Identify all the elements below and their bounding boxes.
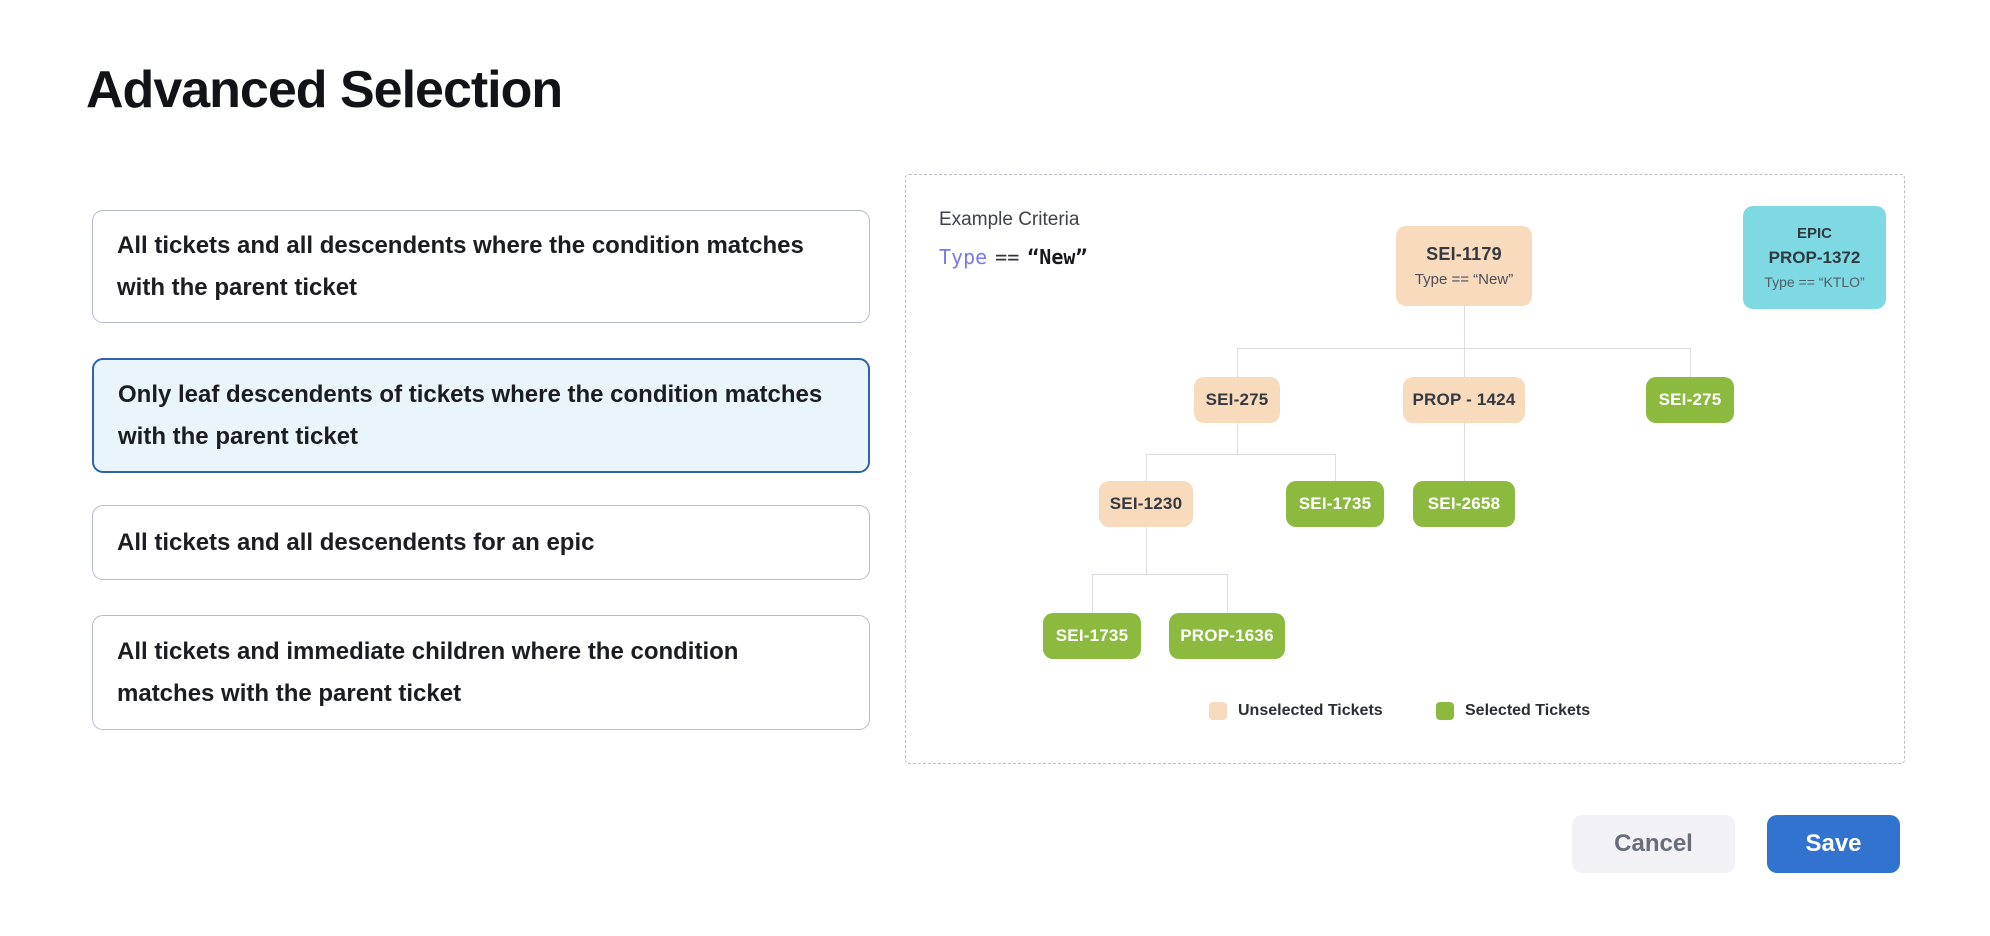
ticket-id: SEI-1179	[1426, 244, 1502, 264]
option-label: All tickets and all descendents where th…	[117, 231, 804, 301]
page-title: Advanced Selection	[86, 61, 563, 119]
tree-node-prop-1636: PROP-1636	[1169, 613, 1285, 659]
legend-item-selected: Selected Tickets	[1436, 702, 1590, 720]
example-criteria-heading: Example Criteria	[939, 209, 1080, 230]
tree-connector	[1146, 454, 1335, 455]
tree-connector	[1092, 574, 1093, 613]
tree-node-sei-1179: SEI-1179 Type == “New”	[1396, 226, 1532, 306]
tree-node-sei-1735-leaf: SEI-1735	[1043, 613, 1141, 659]
option-card-immediate-children[interactable]: All tickets and immediate children where…	[92, 615, 870, 730]
tree-connector	[1237, 348, 1238, 377]
ticket-id: SEI-2658	[1427, 494, 1501, 513]
ticket-id: PROP - 1424	[1412, 390, 1516, 409]
tree-connector	[1237, 348, 1690, 349]
option-card-leaf-descendents[interactable]: Only leaf descendents of tickets where t…	[92, 358, 870, 473]
ticket-id: PROP-1636	[1180, 626, 1274, 645]
ticket-id: SEI-1230	[1109, 494, 1183, 513]
tree-connector	[1464, 306, 1465, 348]
tree-node-sei-275-right: SEI-275	[1646, 377, 1734, 423]
tree-connector	[1146, 454, 1147, 481]
criteria-operator: ==	[995, 245, 1020, 269]
tree-connector	[1227, 574, 1228, 613]
epic-kind-label: EPIC	[1796, 225, 1832, 242]
criteria-value: “New”	[1027, 245, 1088, 269]
tree-connector	[1237, 423, 1238, 454]
example-criteria-expression: Type == “New”	[939, 245, 1087, 269]
tree-connector	[1146, 527, 1147, 574]
example-criteria-panel: Example Criteria Type == “New” EPIC PROP-1…	[905, 174, 1905, 764]
ticket-criteria: Type == “New”	[1414, 271, 1514, 288]
criteria-field: Type	[939, 245, 988, 269]
tree-node-sei-275-left: SEI-275	[1194, 377, 1280, 423]
tree-connector	[1690, 348, 1691, 377]
tree-node-sei-2658: SEI-2658	[1413, 481, 1515, 527]
option-label: All tickets and all descendents for an e…	[117, 528, 595, 556]
option-card-all-descendents[interactable]: All tickets and all descendents where th…	[92, 210, 870, 323]
unselected-swatch-icon	[1209, 702, 1227, 720]
option-card-epic-descendents[interactable]: All tickets and all descendents for an e…	[92, 505, 870, 580]
option-label: Only leaf descendents of tickets where t…	[118, 380, 823, 450]
tree-node-sei-1230: SEI-1230	[1099, 481, 1193, 527]
save-button[interactable]: Save	[1767, 815, 1900, 873]
epic-id: PROP-1372	[1768, 248, 1861, 267]
ticket-id: SEI-1735	[1055, 626, 1129, 645]
selected-swatch-icon	[1436, 702, 1454, 720]
legend-item-unselected: Unselected Tickets	[1209, 702, 1383, 720]
tree-connector	[1092, 574, 1227, 575]
epic-criteria: Type == “KTLO”	[1764, 274, 1865, 290]
option-label: All tickets and immediate children where…	[117, 637, 739, 707]
tree-connector	[1335, 454, 1336, 481]
ticket-id: SEI-275	[1658, 390, 1722, 409]
ticket-id: SEI-275	[1205, 390, 1269, 409]
tree-node-prop-1424: PROP - 1424	[1403, 377, 1525, 423]
ticket-id: SEI-1735	[1298, 494, 1372, 513]
cancel-button[interactable]: Cancel	[1572, 815, 1735, 873]
tree-connector	[1464, 423, 1465, 481]
legend-label: Selected Tickets	[1465, 702, 1591, 719]
legend-label: Unselected Tickets	[1238, 702, 1383, 719]
tree-node-sei-1735-mid: SEI-1735	[1286, 481, 1384, 527]
epic-card: EPIC PROP-1372 Type == “KTLO”	[1743, 206, 1886, 309]
tree-connector	[1464, 348, 1465, 377]
